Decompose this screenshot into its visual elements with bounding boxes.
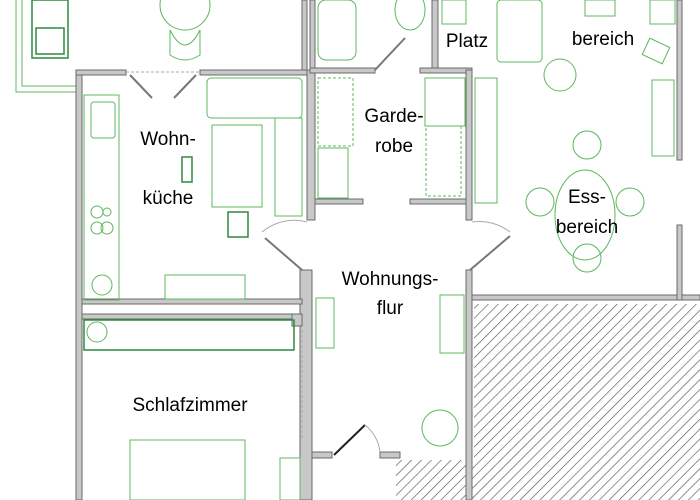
walls [75,0,700,500]
room-label-essbereich-2: bereich [555,217,619,238]
room-label-wohnkueche-1: Wohn- [140,129,196,150]
hatched-area [396,304,700,500]
room-label-wohnbereich: bereich [571,29,635,50]
doors [126,37,511,456]
room-label-schlafzimmer: Schlafzimmer [132,395,248,416]
room-label-essbereich-1: Ess- [568,187,606,208]
room-label-wohnungsflur-2: flur [376,298,404,319]
room-label-platz: Platz [445,31,489,52]
balcony-outline [15,0,76,93]
furniture [83,0,676,500]
room-label-garderobe-1: Garde- [364,106,424,127]
room-label-garderobe-2: robe [374,136,414,157]
room-label-wohnungsflur-1: Wohnungs- [341,269,439,290]
room-label-wohnkueche-2: küche [142,188,194,209]
